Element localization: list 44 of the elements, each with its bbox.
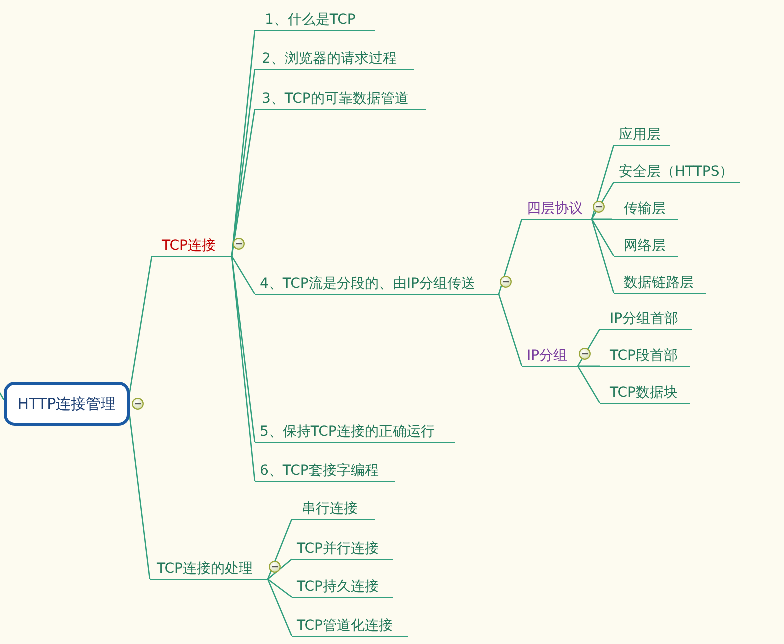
branch-line <box>231 256 256 295</box>
branch-line <box>231 109 256 256</box>
branch-line <box>231 69 256 256</box>
branch-line <box>0 392 5 400</box>
topic-label: 2、浏览器的请求过程 <box>255 50 414 70</box>
branch-line <box>231 256 256 482</box>
topic-label: 6、TCP套接字编程 <box>255 462 395 482</box>
topic-label: TCP数据块 <box>600 384 690 404</box>
topic-label: IP分组首部 <box>600 310 692 330</box>
topic-label: 3、TCP的可靠数据管道 <box>255 90 426 110</box>
topic-label: TCP管道化连接 <box>292 617 408 637</box>
topic-label: IP分组 <box>522 347 578 367</box>
branch-line <box>498 294 523 367</box>
branch-line <box>591 182 615 220</box>
topic-label: TCP连接的处理 <box>150 560 268 580</box>
central-topic: HTTP连接管理 <box>4 382 130 426</box>
topic-label: 5、保持TCP连接的正确运行 <box>255 423 455 443</box>
topic-label: 安全层（HTTPS） <box>614 163 740 183</box>
branch-line <box>267 579 293 637</box>
branch-line <box>577 366 601 404</box>
branch-line <box>591 219 615 294</box>
branch-line <box>128 256 153 396</box>
branch-line <box>231 256 256 442</box>
topic-label: 应用层 <box>614 126 670 146</box>
branch-line <box>268 578 292 598</box>
branch-line <box>577 329 601 367</box>
topic-label: TCP持久连接 <box>292 578 393 598</box>
topic-label: TCP连接 <box>152 237 232 257</box>
topic-label: 4、TCP流是分段的、由IP分组传送 <box>255 275 499 295</box>
branch-line <box>578 366 600 367</box>
topic-label: 串行连接 <box>292 500 375 520</box>
topic-label: 数据链路层 <box>614 274 706 294</box>
branch-line <box>591 145 615 220</box>
branch-line <box>268 558 292 580</box>
branch-line <box>267 519 293 580</box>
topic-label: TCP段首部 <box>600 347 690 367</box>
branch-line <box>591 219 615 257</box>
branch-line <box>592 218 612 220</box>
topic-label: 四层协议 <box>522 200 592 220</box>
topic-label: 网络层 <box>614 237 678 257</box>
topic-label: 1、什么是TCP <box>255 11 375 31</box>
topic-label: 传输层 <box>612 200 678 220</box>
topic-label: TCP并行连接 <box>292 540 393 560</box>
branch-line <box>498 219 523 295</box>
